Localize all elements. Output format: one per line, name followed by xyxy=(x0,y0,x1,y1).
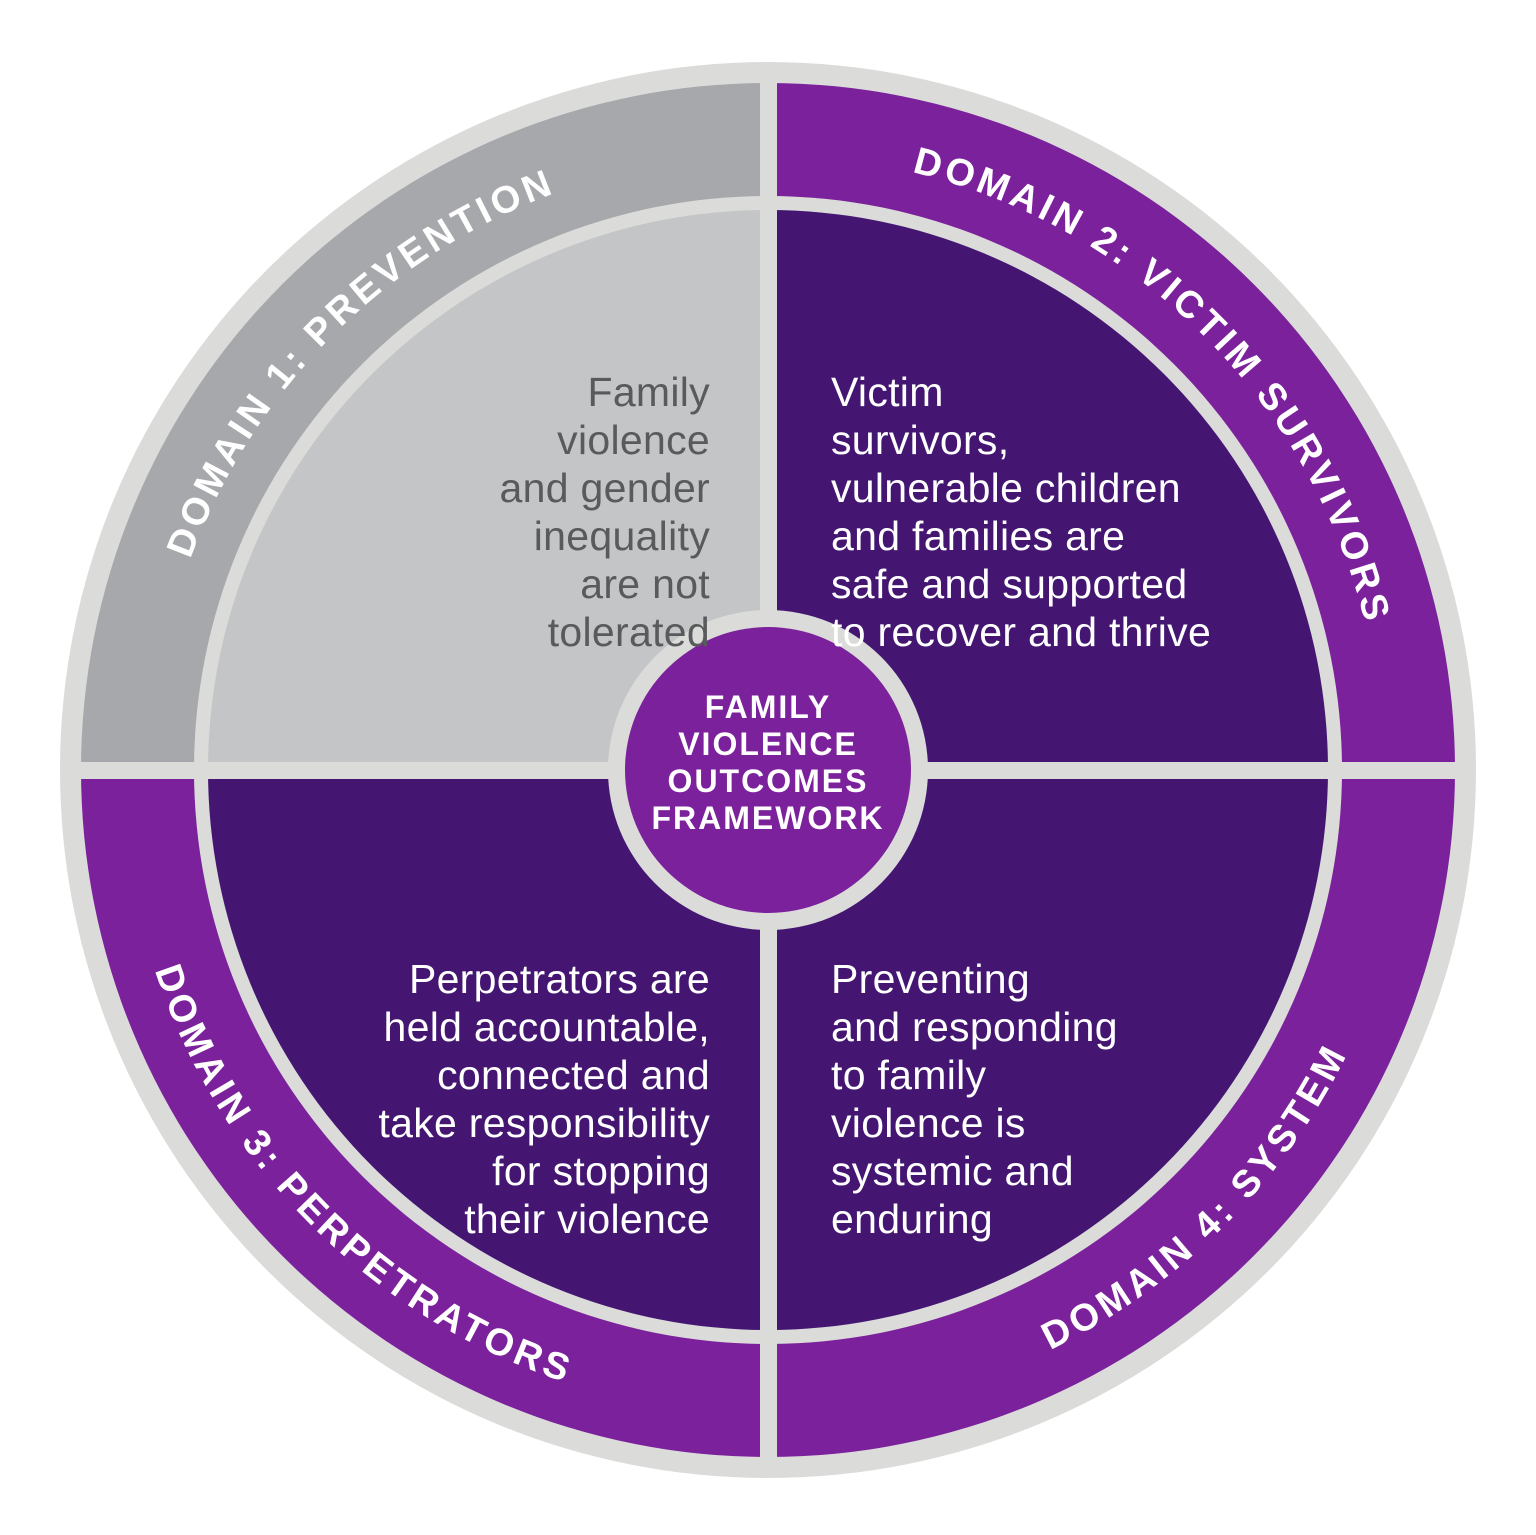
center-title-line: OUTCOMES xyxy=(667,763,869,799)
outcome-line: to family xyxy=(831,1052,987,1098)
center-title-line: FRAMEWORK xyxy=(651,800,885,836)
outcome-line: Perpetrators are xyxy=(408,956,710,1002)
center-title-line: FAMILY xyxy=(704,689,832,725)
outcome-line: and families are xyxy=(831,513,1126,559)
outcome-line: safe and supported xyxy=(831,561,1188,607)
outcome-line: connected and xyxy=(437,1052,710,1098)
center-circle xyxy=(625,627,911,913)
outcome-line: Preventing xyxy=(831,956,1031,1002)
center-title-line: VIOLENCE xyxy=(678,726,858,762)
outcome-line: systemic and xyxy=(831,1148,1074,1194)
outcome-line: inequality xyxy=(533,513,710,559)
outcome-line: tolerated xyxy=(547,609,710,655)
center-title: FAMILY VIOLENCE OUTCOMES FRAMEWORK xyxy=(568,689,968,837)
outcome-line: enduring xyxy=(831,1196,993,1242)
outcome-line: vulnerable children xyxy=(831,465,1181,511)
domain-1-quadrant xyxy=(208,210,768,770)
domain-4-outcome-text: Preventing and responding to family viol… xyxy=(831,955,1118,1243)
outcome-line: and responding xyxy=(831,1004,1118,1050)
outcome-line: for stopping xyxy=(492,1148,710,1194)
outcome-line: to recover and thrive xyxy=(831,609,1212,655)
domain-2-outcome-text: Victim survivors, vulnerable children an… xyxy=(831,368,1211,656)
domain-2-quadrant xyxy=(768,210,1328,770)
outcome-line: and gender xyxy=(499,465,710,511)
outcome-line: held accountable, xyxy=(383,1004,710,1050)
outcome-line: Family xyxy=(587,369,710,415)
outcome-line: violence xyxy=(557,417,710,463)
domain-3-quadrant xyxy=(208,770,768,1330)
outcome-line: Victim xyxy=(831,369,944,415)
outcome-line: their violence xyxy=(464,1196,710,1242)
outcome-line: violence is xyxy=(831,1100,1026,1146)
domain-1-outcome-text: Family violence and gender inequality ar… xyxy=(500,368,710,656)
domain-4-quadrant xyxy=(768,770,1328,1330)
outcome-line: are not xyxy=(580,561,710,607)
outcome-line: take responsibility xyxy=(378,1100,710,1146)
domain-3-outcome-text: Perpetrators are held accountable, conne… xyxy=(378,955,710,1243)
outcome-line: survivors, xyxy=(831,417,1010,463)
